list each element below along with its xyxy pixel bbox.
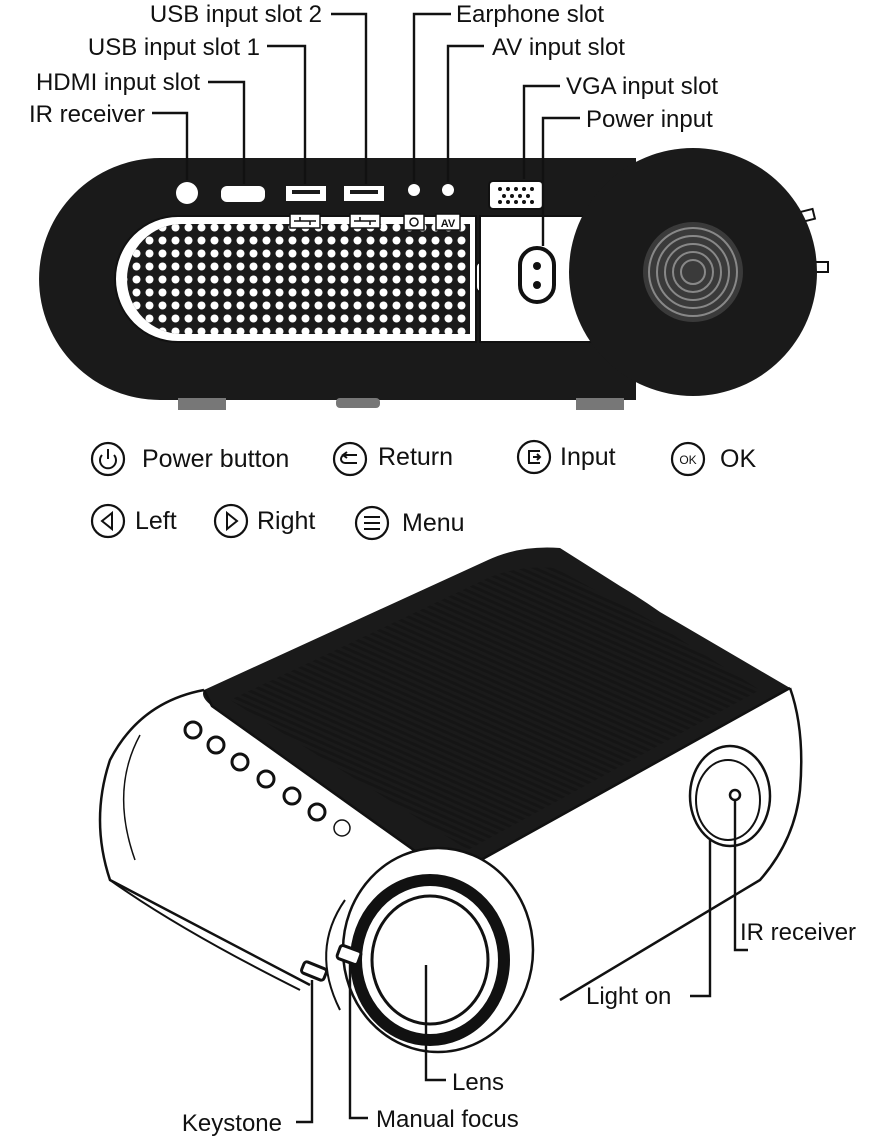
lens-disc-pattern bbox=[648, 227, 738, 317]
button-left-icon bbox=[282, 786, 302, 806]
label-hdmi-slot: HDMI input slot bbox=[36, 69, 200, 96]
manual-focus-tab bbox=[335, 944, 363, 966]
foot-left bbox=[178, 398, 226, 410]
label-power-input: Power input bbox=[586, 106, 713, 133]
foot-middle bbox=[336, 398, 380, 408]
foot-right bbox=[576, 398, 624, 410]
projector-body-front bbox=[98, 687, 803, 1002]
back-leader-lines bbox=[152, 12, 580, 246]
label-ir-receiver-back: IR receiver bbox=[29, 101, 145, 128]
legend-ok: OK bbox=[720, 445, 756, 473]
label-vga-slot: VGA input slot bbox=[566, 73, 718, 100]
right-icon bbox=[213, 503, 249, 539]
av-symbol-icon bbox=[435, 213, 461, 231]
button-right-icon bbox=[307, 802, 327, 822]
vga-port bbox=[488, 180, 544, 210]
legend-power-button: Power button bbox=[142, 445, 289, 473]
power-input-port bbox=[518, 246, 556, 304]
usb-port-1-inner bbox=[292, 190, 320, 194]
button-power-icon bbox=[183, 720, 203, 740]
label-lens: Lens bbox=[452, 1069, 504, 1096]
legend-left: Left bbox=[135, 507, 177, 535]
label-usb-slot-1: USB input slot 1 bbox=[88, 34, 260, 61]
hdmi-port bbox=[221, 186, 265, 202]
ok-icon-text: OK bbox=[679, 453, 696, 467]
ir-receiver-port bbox=[176, 182, 198, 204]
button-ok-icon bbox=[256, 769, 276, 789]
legend-return: Return bbox=[378, 443, 453, 471]
label-usb-slot-2: USB input slot 2 bbox=[150, 1, 322, 28]
power-button-icon bbox=[90, 441, 126, 477]
av-mark-text: AV bbox=[441, 218, 456, 230]
left-icon bbox=[90, 503, 126, 539]
power-pin-top bbox=[533, 262, 541, 270]
legend-right: Right bbox=[257, 507, 315, 535]
front-view: IR receiver Light on Lens Keystone Manua… bbox=[98, 547, 856, 1137]
power-pin-bottom bbox=[533, 281, 541, 289]
body-bottom-edge bbox=[109, 879, 301, 991]
label-earphone-slot: Earphone slot bbox=[456, 1, 604, 28]
label-av-slot: AV input slot bbox=[492, 34, 625, 61]
speaker-hole-pattern bbox=[127, 224, 470, 334]
button-legend: Power button Return Input OK OK Left Rig… bbox=[90, 439, 756, 541]
earphone-port bbox=[408, 184, 420, 196]
input-icon bbox=[516, 439, 552, 475]
menu-icon bbox=[354, 505, 390, 541]
back-view: AV USB input slot 2 USB input slot 1 HD bbox=[29, 1, 829, 410]
label-ir-receiver-front: IR receiver bbox=[740, 919, 856, 946]
legend-menu: Menu bbox=[402, 509, 465, 537]
label-light-on: Light on bbox=[586, 983, 671, 1010]
label-keystone: Keystone bbox=[182, 1110, 282, 1137]
button-input-icon bbox=[230, 752, 250, 772]
front-leader-lines bbox=[296, 800, 748, 1124]
legend-input: Input bbox=[560, 443, 616, 471]
lens-glass bbox=[370, 894, 490, 1026]
lens-housing-side bbox=[325, 899, 346, 1011]
ir-window-inner bbox=[695, 759, 761, 841]
label-manual-focus: Manual focus bbox=[376, 1106, 519, 1133]
control-buttons bbox=[183, 720, 351, 837]
button-return-icon bbox=[206, 735, 226, 755]
ir-receiver-dot bbox=[728, 788, 742, 802]
top-vent-lines bbox=[230, 567, 760, 850]
keystone-tab bbox=[300, 960, 328, 982]
ok-icon bbox=[670, 441, 706, 477]
usb-port-2-inner bbox=[350, 190, 378, 194]
earphone-symbol-icon bbox=[403, 213, 425, 231]
av-port bbox=[442, 184, 454, 196]
body-side-curve bbox=[122, 734, 141, 861]
vga-pins bbox=[498, 187, 534, 204]
button-menu-icon bbox=[333, 819, 351, 837]
return-icon bbox=[332, 441, 368, 477]
